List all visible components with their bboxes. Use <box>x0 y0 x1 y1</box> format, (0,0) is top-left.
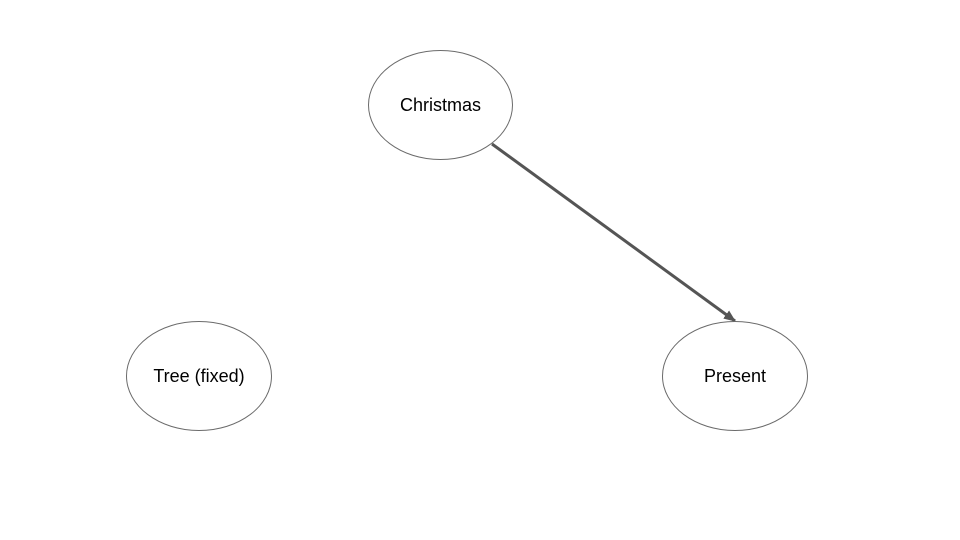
edge-christmas-to-present <box>491 142 736 323</box>
node-present[interactable]: Present <box>662 321 808 431</box>
node-tree-fixed[interactable]: Tree (fixed) <box>126 321 272 431</box>
node-christmas[interactable]: Christmas <box>368 50 513 160</box>
